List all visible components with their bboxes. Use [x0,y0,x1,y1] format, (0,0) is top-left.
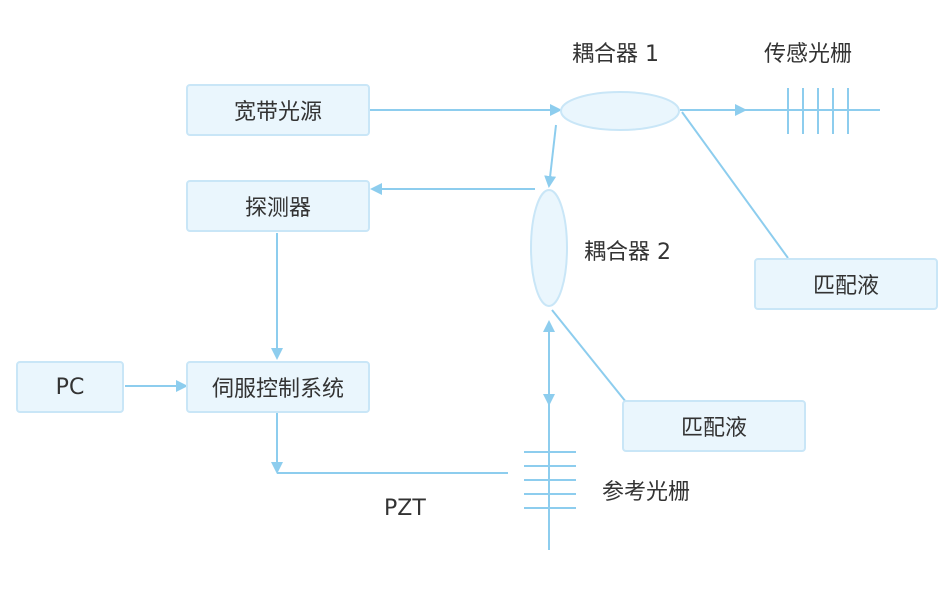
matching-fluid-1-label: 匹配液 [812,274,879,299]
detector-box: 探测器 [186,180,370,232]
sensing-grating-label: 传感光栅 [764,42,853,67]
coupler-2-label: 耦合器 2 [584,240,671,265]
reference-grating-label: 参考光栅 [602,480,691,505]
coupler-1-label: 耦合器 1 [572,42,659,67]
matching-fluid-2-label: 匹配液 [680,416,747,441]
servo-control-label: 伺服控制系统 [211,377,344,402]
sensing-grating-icon [787,88,849,134]
coupler1-to-coupler2-arrow [544,124,557,188]
matching-fluid-1-box: 匹配液 [754,258,938,310]
coupler-1-icon [560,91,680,131]
coupler-2-icon [530,189,568,307]
pc-box: PC [16,361,124,413]
matching-fluid-2-box: 匹配液 [622,400,806,452]
servo-control-box: 伺服控制系统 [186,361,370,413]
pc-label: PC [55,374,85,400]
coupler1-to-matching-fluid-line [681,111,789,259]
broadband-source-label: 宽带光源 [233,100,322,125]
pzt-label: PZT [384,496,426,521]
reference-grating-icon [524,451,576,509]
coupler2-to-matching-fluid-line [551,309,627,403]
broadband-source-box: 宽带光源 [186,84,370,136]
detector-label: 探测器 [244,196,311,221]
